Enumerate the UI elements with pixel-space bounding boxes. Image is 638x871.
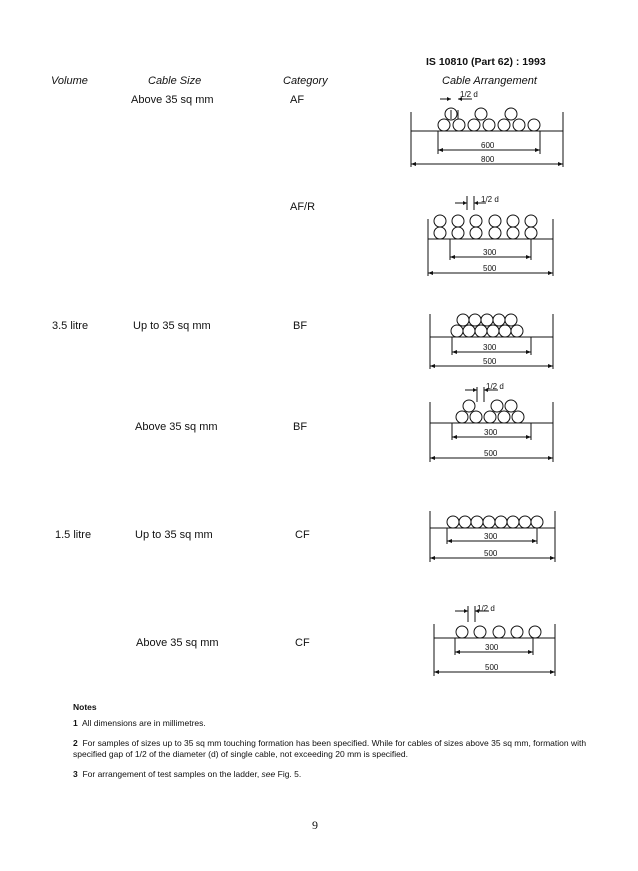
note-number: 3 (73, 769, 78, 779)
notes-title: Notes (73, 702, 97, 712)
cable-arrangement-af: 1/2 d 600 800 (410, 90, 564, 167)
note-number: 2 (73, 738, 78, 748)
inner-dimension: 300 (484, 428, 498, 437)
outer-dimension: 800 (481, 155, 495, 164)
gap-label: 1/2 d (486, 382, 504, 391)
row3-volume: 3.5 litre (52, 320, 89, 332)
row4-cable-size: Above 35 sq mm (135, 421, 218, 433)
gap-label: 1/2 d (481, 195, 499, 204)
gap-label: 1/2 d (460, 90, 478, 99)
note-text: All dimensions are in millimetres. (82, 718, 206, 728)
inner-dimension: 300 (485, 643, 499, 652)
cable-arrangement-bf-small: 300 500 (429, 313, 554, 369)
cable-arrangement-bf-large: 1/2 d 300 500 (429, 382, 554, 462)
note-number: 1 (73, 718, 78, 728)
gap-label: 1/2 d (477, 604, 495, 613)
note-1: 1 All dimensions are in millimetres. (73, 718, 593, 729)
outer-dimension: 500 (484, 549, 498, 558)
row6-category: CF (295, 637, 310, 649)
column-header-category: Category (283, 75, 328, 87)
row3-category: BF (293, 320, 308, 332)
inner-dimension: 300 (483, 343, 497, 352)
column-header-cable-size: Cable Size (148, 75, 202, 87)
note-text: For arrangement of test samples on the l… (82, 769, 262, 779)
inner-dimension: 300 (484, 532, 498, 541)
note-3: 3 For arrangement of test samples on the… (73, 769, 593, 780)
row5-category: CF (295, 529, 310, 541)
row2-category: AF/R (290, 201, 316, 213)
column-header-arrangement: Cable Arrangement (442, 75, 537, 87)
cable-arrangement-cf-large: 1/2 d 300 500 (433, 604, 556, 676)
row4-category: BF (293, 421, 308, 433)
note-see: see (261, 769, 276, 779)
inner-dimension: 300 (483, 248, 497, 257)
outer-dimension: 500 (483, 264, 497, 273)
note-text-end: Fig. 5. (275, 769, 302, 779)
row6-cable-size: Above 35 sq mm (136, 637, 219, 649)
row1-category: AF (290, 94, 305, 106)
outer-dimension: 500 (483, 357, 497, 366)
row3-cable-size: Up to 35 sq mm (133, 320, 211, 332)
inner-dimension: 600 (481, 141, 495, 150)
standard-number: IS 10810 (Part 62) : 1993 (426, 56, 546, 68)
row5-volume: 1.5 litre (55, 529, 92, 541)
row5-cable-size: Up to 35 sq mm (135, 529, 213, 541)
cable-arrangement-cf-small: 300 500 (429, 511, 556, 562)
row1-cable-size: Above 35 sq mm (131, 94, 214, 106)
cable-arrangement-afr: 1/2 d 300 500 (427, 195, 554, 276)
note-2: 2 For samples of sizes up to 35 sq mm to… (73, 738, 593, 760)
outer-dimension: 500 (485, 663, 499, 672)
outer-dimension: 500 (484, 449, 498, 458)
page-number: 9 (312, 818, 318, 832)
column-header-volume: Volume (51, 75, 88, 87)
note-text: For samples of sizes up to 35 sq mm touc… (73, 738, 587, 759)
